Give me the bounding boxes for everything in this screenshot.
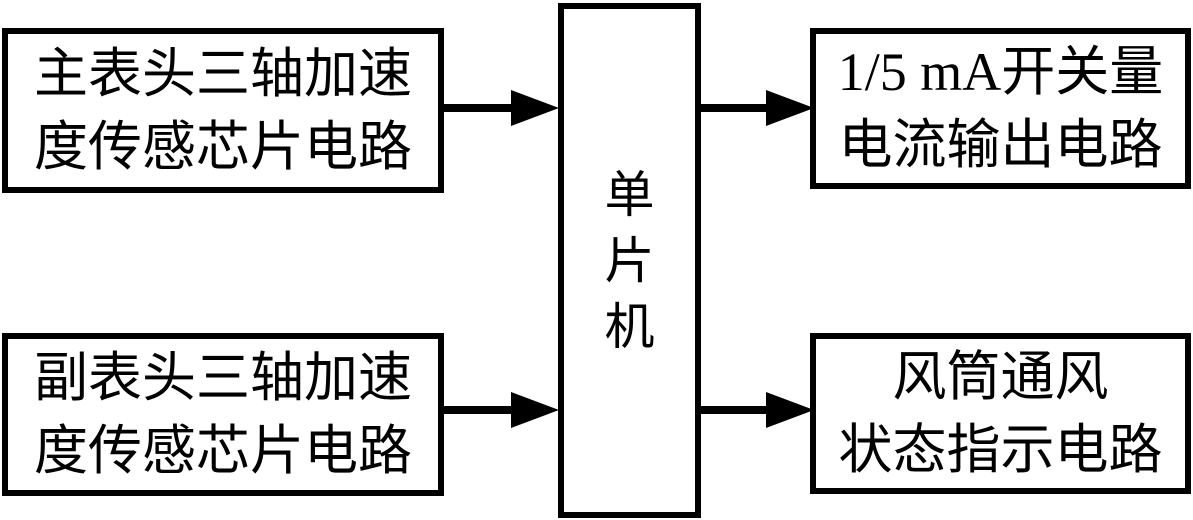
arrow-mcu-to-status-indicator-icon xyxy=(698,390,814,430)
node-status-indicator-line1: 风筒通风 xyxy=(892,346,1109,407)
node-secondary-sensor: 副表头三轴加速 度传感芯片电路 xyxy=(2,333,444,496)
node-status-indicator: 风筒通风 状态指示电路 xyxy=(810,333,1191,494)
node-main-sensor: 主表头三轴加速 度传感芯片电路 xyxy=(2,28,444,193)
node-main-sensor-line1: 主表头三轴加速 xyxy=(34,43,412,104)
arrow-main-sensor-to-mcu-icon xyxy=(443,88,559,128)
node-current-output: 1/5 mA开关量 电流输出电路 xyxy=(810,28,1191,189)
node-mcu-label: 单片机 xyxy=(604,166,655,355)
node-current-output-line2: 电流输出电路 xyxy=(838,114,1163,175)
node-mcu: 单片机 xyxy=(558,3,701,518)
arrow-mcu-to-current-output-icon xyxy=(698,88,814,128)
node-secondary-sensor-line2: 度传感芯片电路 xyxy=(34,420,412,481)
node-status-indicator-line2: 状态指示电路 xyxy=(838,419,1163,480)
node-secondary-sensor-line1: 副表头三轴加速 xyxy=(34,347,412,408)
node-current-output-line1: 1/5 mA开关量 xyxy=(837,41,1164,102)
node-main-sensor-line2: 度传感芯片电路 xyxy=(34,116,412,177)
arrow-secondary-sensor-to-mcu-icon xyxy=(443,390,559,430)
